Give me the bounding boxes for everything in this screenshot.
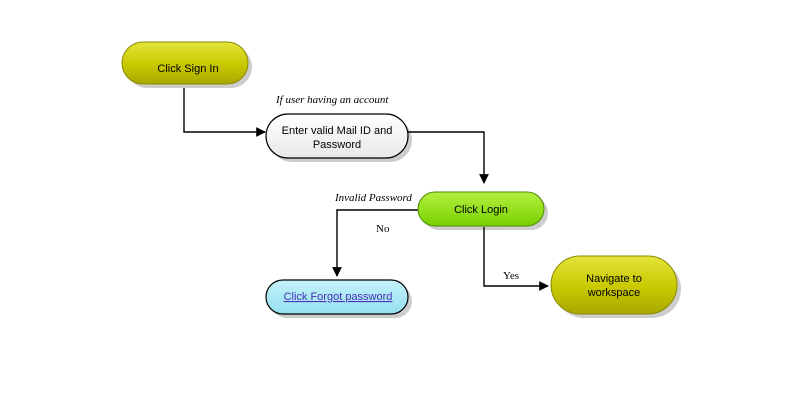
edge-login-to-navigate — [483, 227, 549, 291]
edge-credentials-to-login — [408, 131, 489, 184]
edge-label-invalid-password: Invalid Password — [334, 192, 412, 204]
node-label: Click Login — [454, 204, 508, 216]
node-click-forgot-password[interactable]: Click Forgot password — [265, 279, 409, 315]
node-click-login: Click Login — [417, 191, 545, 227]
node-label-line2: Password — [313, 139, 361, 151]
edge-label-has-account: If user having an account — [275, 94, 389, 106]
node-shape — [265, 113, 409, 159]
edge-label-no: No — [376, 223, 390, 235]
node-shape — [265, 279, 409, 315]
edges — [183, 88, 549, 291]
node-label-line1: Enter valid Mail ID and — [282, 125, 393, 137]
node-label: Click Sign In — [157, 63, 218, 75]
node-navigate-to-workspace: Navigate to workspace — [550, 255, 678, 315]
edge-label-yes: Yes — [503, 270, 519, 282]
node-label-line2: workspace — [587, 287, 641, 299]
node-shape — [121, 41, 249, 85]
node-shape — [417, 191, 545, 227]
node-shape — [550, 255, 678, 315]
forgot-password-link[interactable]: Click Forgot password — [284, 291, 393, 303]
edge-login-to-forgot — [332, 209, 418, 277]
edge-signin-to-credentials — [183, 88, 266, 137]
node-click-sign-in: Click Sign In — [121, 41, 249, 85]
node-enter-credentials: Enter valid Mail ID and Password — [265, 113, 409, 159]
node-label-line1: Navigate to — [586, 273, 642, 285]
